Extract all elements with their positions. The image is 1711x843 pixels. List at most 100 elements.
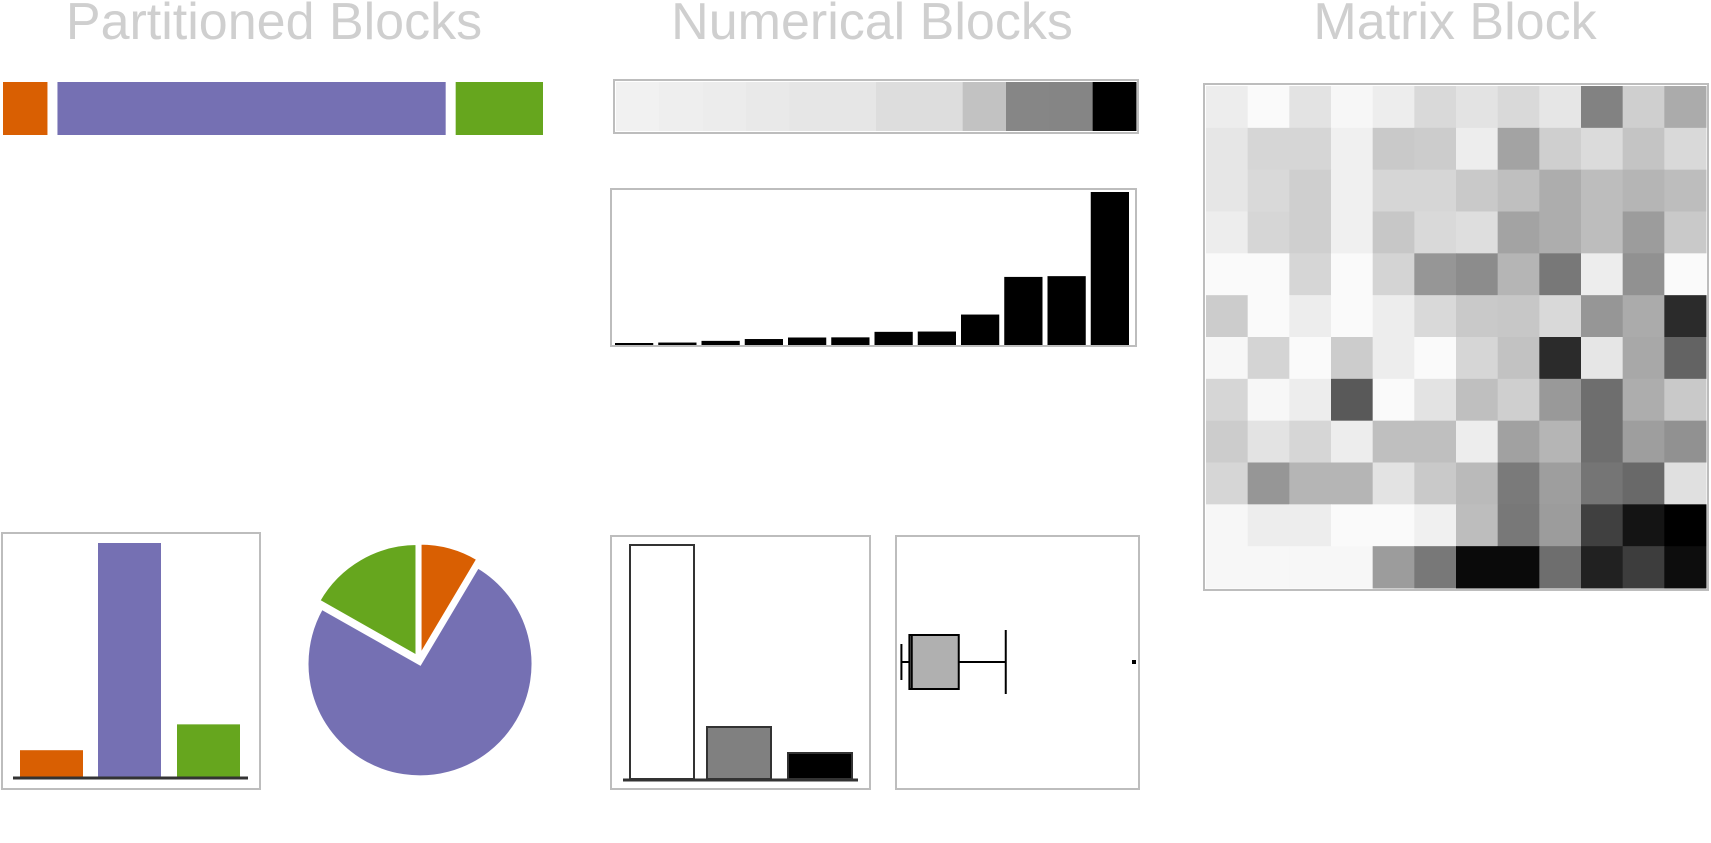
matrix-cell <box>1247 169 1290 212</box>
matrix-cell <box>1456 462 1499 505</box>
matrix-cell <box>1289 211 1332 254</box>
matrix-cell <box>1622 337 1665 380</box>
matrix-cell <box>1539 253 1582 296</box>
matrix-cell <box>1247 211 1290 254</box>
matrix-cell <box>1622 420 1665 463</box>
matrix-block-title: Matrix Block <box>1313 0 1597 51</box>
matrix-cell <box>1414 169 1457 212</box>
pie-slice-orange <box>418 541 480 662</box>
partitioned-bar-orange <box>20 750 83 777</box>
matrix-cell <box>1456 504 1499 547</box>
matrix-cell <box>1539 462 1582 505</box>
matrix-cell <box>1372 211 1415 254</box>
partition-strip-segment-green <box>455 82 543 135</box>
matrix-cell <box>1206 253 1249 296</box>
matrix-cell <box>1247 337 1290 380</box>
matrix-cell <box>1372 462 1415 505</box>
partitioned-bar-green <box>177 724 240 777</box>
matrix-cell <box>1289 378 1332 422</box>
pie-slice-green <box>316 542 419 660</box>
matrix-cell <box>1456 86 1499 129</box>
matrix-cell <box>1456 337 1499 380</box>
matrix-cell <box>1372 504 1415 547</box>
numerical-bar <box>788 337 827 345</box>
pie-slice-purple <box>305 564 535 779</box>
matrix-cell <box>1206 504 1249 547</box>
matrix-cell <box>1539 295 1582 338</box>
matrix-cell <box>1497 420 1540 463</box>
matrix-cell <box>1581 378 1624 422</box>
matrix-cell <box>1581 504 1624 547</box>
matrix-cell <box>1331 337 1374 380</box>
matrix-cell <box>1331 86 1374 129</box>
matrix-cell <box>1372 169 1415 212</box>
matrix-cell <box>1414 420 1457 463</box>
matrix-cell <box>1539 127 1582 171</box>
matrix-cell <box>1497 127 1540 171</box>
matrix-cell <box>1247 86 1290 129</box>
matrix-cell <box>1664 462 1707 505</box>
matrix-cell <box>1497 462 1540 505</box>
matrix-cell <box>1664 86 1707 129</box>
matrix-cell <box>1331 295 1374 338</box>
matrix-cell <box>1206 378 1249 422</box>
matrix-cell <box>1622 169 1665 212</box>
matrix-cell <box>1289 546 1332 589</box>
matrix-cell <box>1539 337 1582 380</box>
numerical-strip-cell <box>962 82 1007 131</box>
matrix-cell <box>1289 504 1332 547</box>
matrix-cell <box>1622 86 1665 129</box>
matrix-cell <box>1497 546 1540 589</box>
matrix-cell <box>1331 127 1374 171</box>
matrix-cell <box>1289 86 1332 129</box>
matrix-cell <box>1372 420 1415 463</box>
matrix-cell <box>1414 295 1457 338</box>
matrix-cell <box>1456 211 1499 254</box>
numerical-strip-cell <box>702 82 747 131</box>
matrix-cell <box>1331 378 1374 422</box>
matrix-cell <box>1331 169 1374 212</box>
matrix-cell <box>1372 127 1415 171</box>
histogram-bar-high <box>787 752 853 780</box>
matrix-cell <box>1247 462 1290 505</box>
matrix-cell <box>1497 86 1540 129</box>
matrix-cell <box>1664 295 1707 338</box>
matrix-cell <box>1581 462 1624 505</box>
matrix-cell <box>1581 169 1624 212</box>
matrix-cell <box>1331 253 1374 296</box>
numerical-strip-cell <box>746 82 790 131</box>
matrix-cell <box>1664 504 1707 547</box>
matrix-cell <box>1331 420 1374 463</box>
matrix-cell <box>1581 295 1624 338</box>
matrix-cell <box>1289 295 1332 338</box>
matrix-cell <box>1331 546 1374 589</box>
histogram-bar-low <box>629 544 695 780</box>
matrix-cell <box>1581 337 1624 380</box>
numerical-bar <box>1004 276 1043 345</box>
matrix-cell <box>1331 462 1374 505</box>
partitioned-bar-frame <box>1 532 261 790</box>
matrix-cell <box>1497 504 1540 547</box>
matrix-cell <box>1372 253 1415 296</box>
matrix-cell <box>1539 86 1582 129</box>
matrix-cell <box>1497 378 1540 422</box>
numerical-strip-cell <box>616 82 660 131</box>
matrix-cell <box>1456 295 1499 338</box>
matrix-cell <box>1581 211 1624 254</box>
numerical-strip-cell <box>1006 82 1050 131</box>
matrix-cell <box>1539 211 1582 254</box>
matrix-cell <box>1372 378 1415 422</box>
matrix-cell <box>1414 504 1457 547</box>
matrix-cell <box>1206 295 1249 338</box>
matrix-cell <box>1289 127 1332 171</box>
matrix-cell <box>1664 337 1707 380</box>
matrix-cell <box>1331 211 1374 254</box>
matrix-cell <box>1497 295 1540 338</box>
matrix-cell <box>1664 420 1707 463</box>
matrix-cell <box>1622 504 1665 547</box>
numerical-bar <box>658 342 697 345</box>
histogram-frame <box>610 535 871 790</box>
matrix-cell <box>1247 253 1290 296</box>
matrix-cell <box>1456 378 1499 422</box>
numerical-bar <box>1047 276 1086 345</box>
